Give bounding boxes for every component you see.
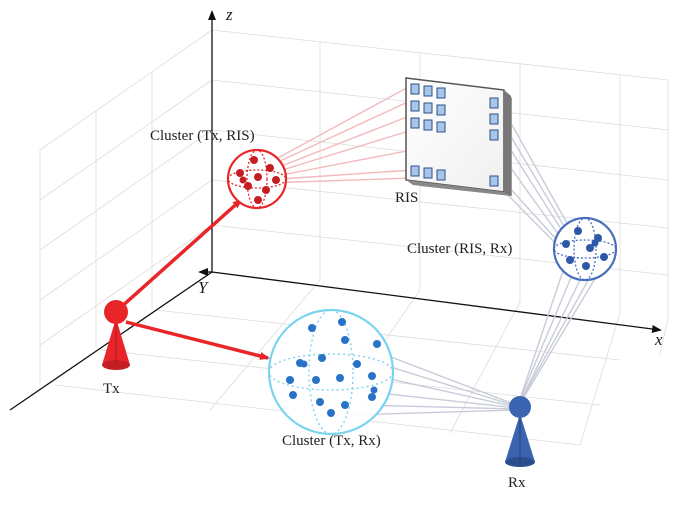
ris-panel [405, 77, 512, 196]
z-axis-label: z [225, 5, 233, 24]
cluster-tx-rx-label: Cluster (Tx, Rx) [282, 433, 381, 449]
x-axis-label: x [654, 330, 663, 349]
cluster-ris-rx-label: Cluster (RIS, Rx) [407, 241, 512, 257]
cluster-ris-rx [552, 216, 618, 282]
tx-label: Tx [103, 381, 120, 397]
tx-antenna [102, 300, 130, 370]
y-axis-label: Y [198, 278, 209, 297]
x-axis [211, 271, 662, 333]
arrow-tx-to-cluster-tx-ris [118, 198, 243, 310]
rays-tx-ris-to-ris [264, 84, 413, 184]
ris-elements [410, 83, 499, 187]
rx-antenna [505, 396, 535, 467]
rays-cluster-tx-rx-to-rx [349, 344, 517, 416]
rays-cluster-ris-rx-to-rx [518, 261, 606, 403]
arrow-tx-to-cluster-tx-rx [125, 320, 270, 360]
cluster-tx-rx [267, 308, 395, 436]
cluster-tx-ris [226, 148, 288, 210]
ris-label: RIS [395, 190, 418, 206]
rx-label: Rx [508, 475, 526, 491]
cluster-tx-ris-label: Cluster (Tx, RIS) [150, 128, 255, 144]
